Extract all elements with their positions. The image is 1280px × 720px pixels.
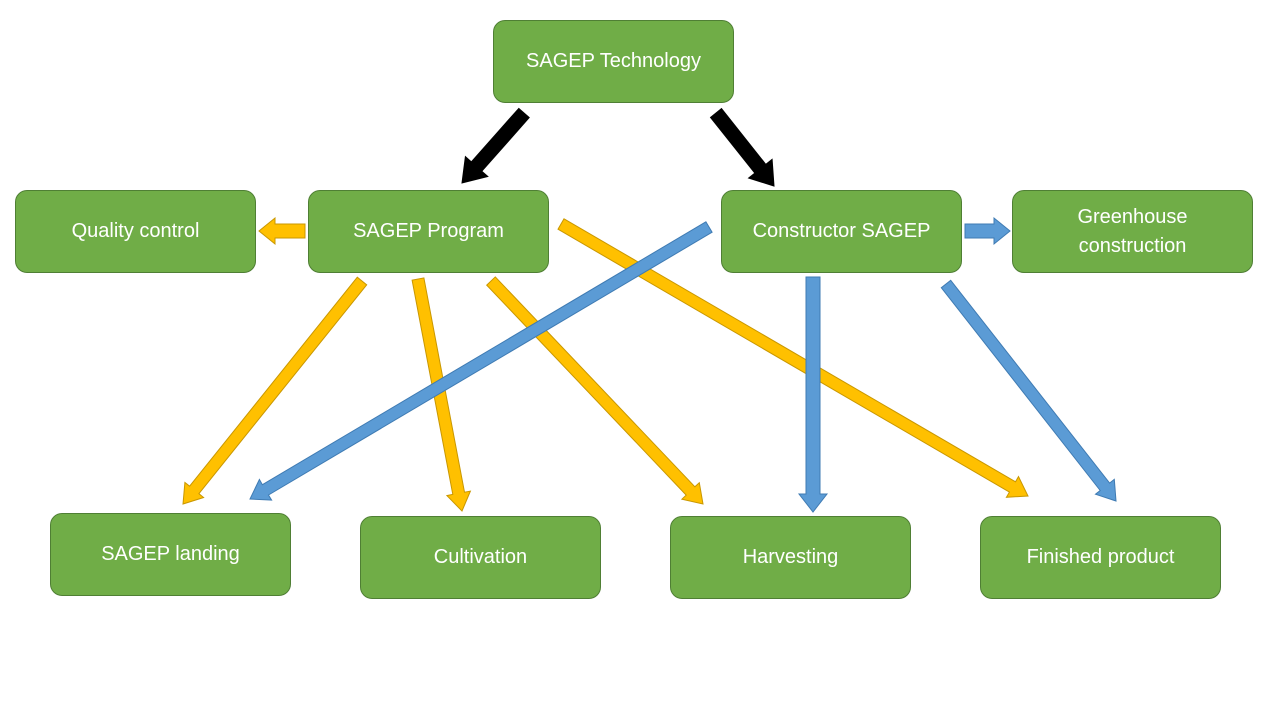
node-cultivation: Cultivation xyxy=(360,516,601,599)
node-sagep-program: SAGEP Program xyxy=(308,190,549,273)
arrow-tech-to-constructor xyxy=(709,107,775,187)
node-greenhouse-construction: Greenhouse construction xyxy=(1012,190,1253,273)
arrow-constructor-to-harvesting xyxy=(797,276,829,513)
arrow-constructor-to-landing xyxy=(249,221,713,501)
arrow-program-to-landing xyxy=(182,276,368,505)
arrow-constructor-to-finished xyxy=(940,279,1117,502)
node-constructor-sagep: Constructor SAGEP xyxy=(721,190,962,273)
node-finished-product: Finished product xyxy=(980,516,1221,599)
arrow-constructor-to-greenhouse xyxy=(964,216,1011,246)
arrow-program-to-quality xyxy=(258,216,306,246)
node-quality-control: Quality control xyxy=(15,190,256,273)
node-harvesting: Harvesting xyxy=(670,516,911,599)
arrow-program-to-harvesting xyxy=(485,276,704,505)
arrow-program-to-cultivation xyxy=(411,277,472,512)
node-sagep-technology: SAGEP Technology xyxy=(493,20,734,103)
arrow-tech-to-program xyxy=(461,107,530,184)
node-sagep-landing: SAGEP landing xyxy=(50,513,291,596)
